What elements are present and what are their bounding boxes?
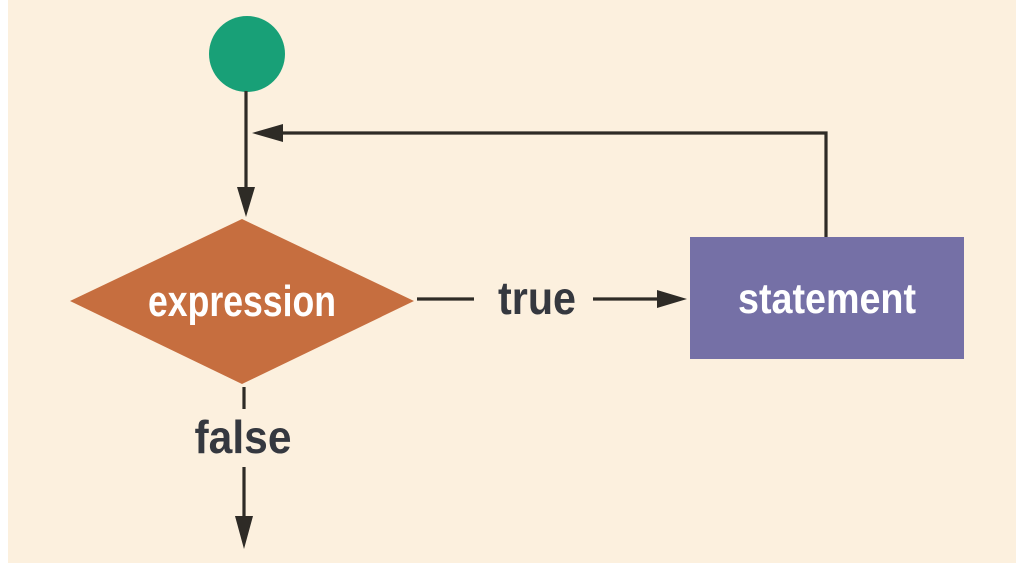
arrowhead-right-into-statement-icon [657,290,687,308]
arrowhead-down-exit-icon [235,516,253,549]
expression-label: expression [148,277,336,326]
arrowhead-down-into-expression-icon [237,187,255,217]
statement-process-box [690,237,964,359]
false-edge-label: false [195,411,292,463]
start-node-circle [209,16,285,92]
arrowhead-left-loop-back-icon [252,124,283,142]
statement-label: statement [738,275,916,323]
edge-loop-back [283,131,828,237]
expression-decision-diamond [70,219,414,384]
true-edge-label: true [498,272,576,324]
